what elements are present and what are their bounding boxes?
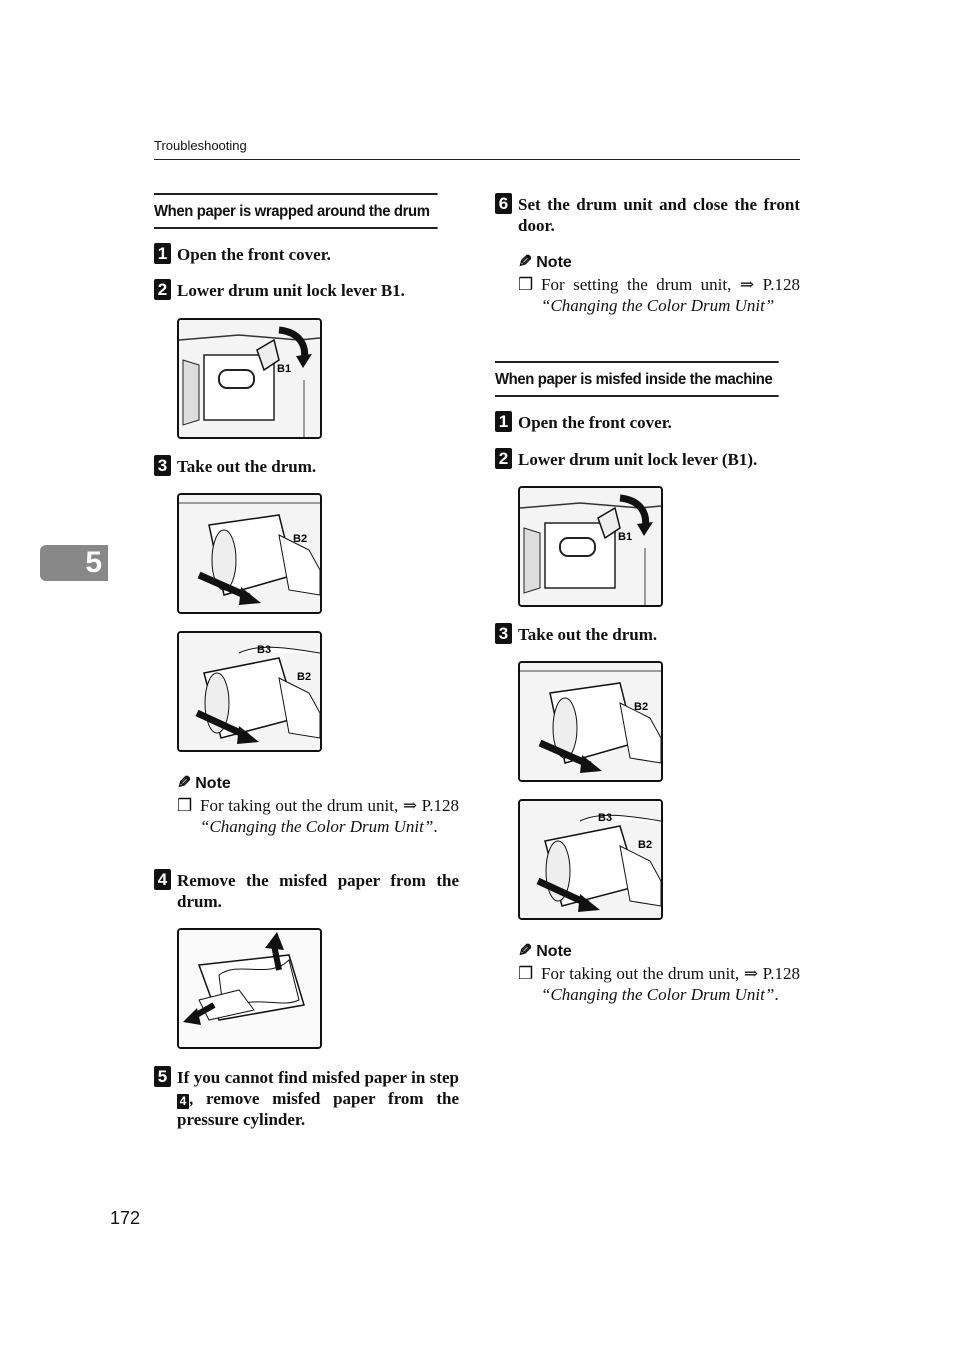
step-text: If you cannot find misfed paper in step … [177,1067,459,1130]
right-note-1: ✎Note ❒ For taking out the drum unit, ⇒ P… [518,941,800,1005]
lock-lever-drawing: B1 [520,488,661,605]
step-text: Set the drum unit and close the front do… [518,195,800,235]
fig-label-b1: B1 [618,531,632,543]
checkbox-icon: ❒ [177,796,193,815]
pencil-icon: ✎ [518,941,533,960]
note-text: ❒ For setting the drum unit, ⇒ P.128 “Cha… [518,274,800,316]
step-number: 2 [495,448,512,469]
step-number: 5 [154,1066,171,1087]
drum-pull-drawing: B3 B2 [520,801,661,918]
drum-pull-illustration-2: B3 B2 [177,631,322,752]
lock-lever-illustration: B1 [177,318,322,439]
note-heading-text: Note [195,775,231,792]
step-number: 4 [154,869,171,890]
fig-label-b2: B2 [634,701,648,713]
step-text-a: If you cannot find misfed paper in step [177,1068,459,1087]
note-link[interactable]: “Changing the Color Drum Unit” [200,817,434,836]
note-text: ❒ For taking out the drum unit, ⇒ P.128 “… [177,795,459,837]
drum-pull-illustration-2: B3 B2 [518,799,663,920]
fig-label-b2: B2 [638,839,652,851]
fig-label-b1: B1 [277,363,291,375]
running-header: Troubleshooting [154,138,800,160]
fig-label-b3: B3 [598,812,612,824]
header-title: Troubleshooting [154,138,247,153]
step-text: Open the front cover. [518,413,672,432]
left-note-1: ✎Note ❒ For taking out the drum unit, ⇒ P… [177,773,459,837]
note-text-b: . [774,985,779,1004]
note-link[interactable]: “Changing the Color Drum Unit” [541,985,775,1004]
lock-lever-illustration: B1 [518,486,663,607]
page-number: 172 [110,1208,141,1228]
note-link[interactable]: “Changing the Color Drum Unit” [541,296,775,315]
note-heading: ✎Note [518,941,800,963]
note-text-a: For setting the drum unit, ⇒ P.128 [541,275,800,294]
step-text: Remove the misfed paper from the drum. [177,871,459,911]
chapter-tab: 5 [40,545,108,581]
section-title-wrapped: When paper is wrapped around the drum [154,193,438,229]
step-number: 1 [154,243,171,264]
misfed-paper-drawing [179,930,320,1047]
step-text: Lower drum unit lock lever B1. [177,281,405,300]
step-ref: 4 [177,1094,189,1109]
right-note-6: ✎Note ❒ For setting the drum unit, ⇒ P.12… [518,252,800,316]
drum-pull-illustration-1: B2 [518,661,663,782]
misfed-paper-illustration [177,928,322,1049]
step-text: Open the front cover. [177,245,331,264]
checkbox-icon: ❒ [518,275,534,294]
fig-label-b2: B2 [297,671,311,683]
pencil-icon: ✎ [518,252,533,271]
note-text-a: For taking out the drum unit, ⇒ P.128 [200,796,459,815]
note-text-a: For taking out the drum unit, ⇒ P.128 [541,964,800,983]
note-heading-text: Note [536,943,572,960]
fig-label-b3: B3 [257,644,271,656]
drum-pull-drawing: B3 B2 [179,633,320,750]
checkbox-icon: ❒ [518,964,534,983]
note-heading-text: Note [536,254,572,271]
fig-label-b2: B2 [293,533,307,545]
step-number: 6 [495,193,512,214]
lock-lever-drawing: B1 [179,320,320,437]
step-number: 2 [154,279,171,300]
note-text-b: . [433,817,438,836]
note-heading: ✎Note [177,773,459,795]
drum-pull-illustration-1: B2 [177,493,322,614]
step-text: Take out the drum. [177,457,317,476]
drum-pull-drawing: B2 [520,663,661,780]
step-text: Take out the drum. [518,625,658,644]
step-number: 3 [154,455,171,476]
step-text-b: , remove misfed paper from the pressure … [177,1089,459,1129]
note-text: ❒ For taking out the drum unit, ⇒ P.128 “… [518,963,800,1005]
step-text: Lower drum unit lock lever (B1). [518,450,758,469]
section-title-misfed: When paper is misfed inside the machine [495,361,779,397]
drum-pull-drawing: B2 [179,495,320,612]
step-number: 1 [495,411,512,432]
step-number: 3 [495,623,512,644]
pencil-icon: ✎ [177,773,192,792]
note-heading: ✎Note [518,252,800,274]
